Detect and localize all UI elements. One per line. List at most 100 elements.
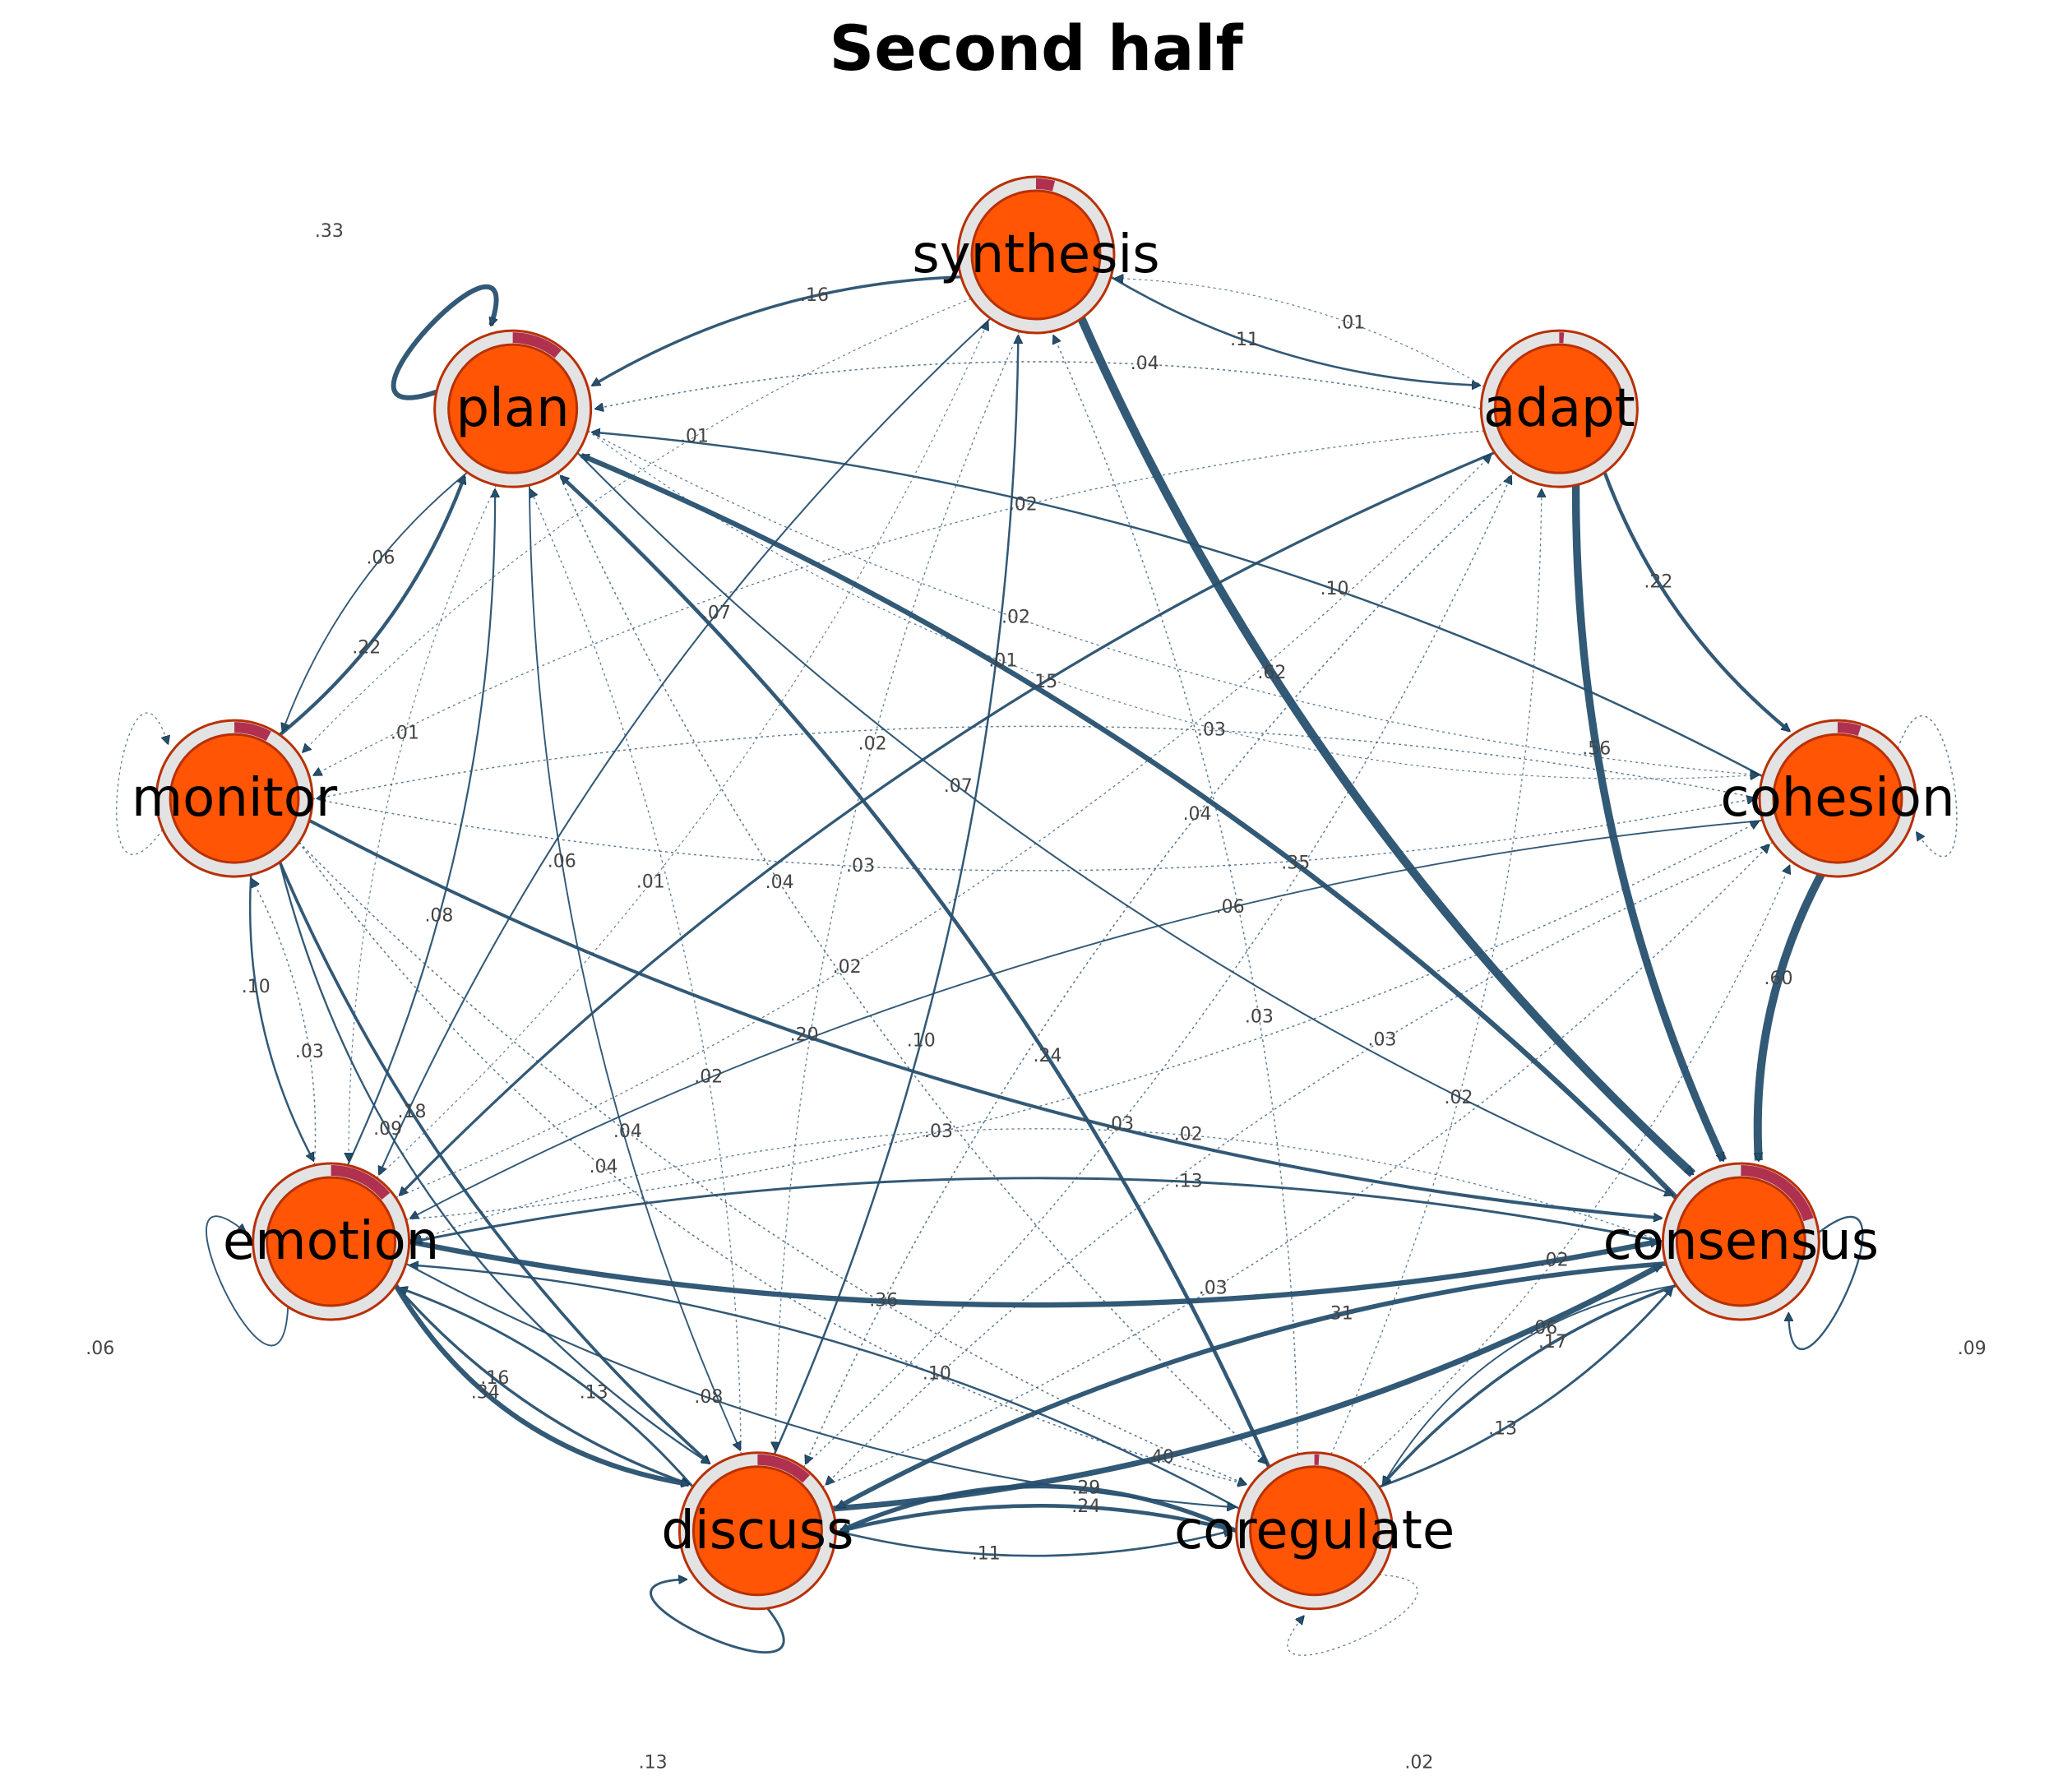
edge-label: .03 [1368, 1029, 1397, 1050]
edge-monitor-to-consensus [308, 819, 1661, 1219]
edge-emotion-to-consensus [408, 1242, 1658, 1308]
edge-line [400, 451, 1496, 1195]
node-core [266, 1176, 397, 1307]
edge-plan-to-cohesion [587, 430, 1758, 775]
edge-discuss-to-cohesion [821, 845, 1769, 1488]
edge-label: .03 [1199, 1278, 1228, 1298]
node-label: synthesis [912, 224, 1159, 285]
edge-label: .04 [765, 872, 794, 893]
edge-label: .13 [1174, 1171, 1203, 1191]
edge-line [587, 430, 1758, 779]
edge-line [835, 1531, 1231, 1557]
node-adapt[interactable]: adapt [1479, 329, 1639, 488]
edge-label: .20 [790, 1024, 819, 1045]
edge-line [581, 452, 1678, 1200]
edge-label: .18 [398, 1102, 427, 1122]
edge-label: .40 [1145, 1447, 1174, 1468]
edge-line [411, 1265, 1241, 1510]
edge-label: .03 [1197, 719, 1226, 740]
edge-label: .16 [800, 285, 829, 306]
edge-line [314, 430, 1485, 775]
edge-discuss-to-synthesis [773, 336, 1019, 1455]
node-consensus[interactable]: consensus [1603, 1162, 1879, 1321]
edge-line [405, 1262, 1235, 1507]
edge-line [411, 819, 1763, 1219]
edge-line [317, 725, 1760, 798]
edge-monitor-to-emotion [248, 874, 313, 1160]
node-cohesion[interactable]: cohesion [1720, 719, 1955, 878]
node-core [1249, 1465, 1381, 1597]
edge-line [248, 874, 313, 1160]
edge-line [408, 1242, 1658, 1308]
node-synthesis[interactable]: synthesis [912, 175, 1160, 335]
edge-discuss-to-plan [530, 490, 742, 1455]
edge-discuss-to-emotion [400, 1288, 694, 1488]
edge-line [391, 284, 499, 400]
edge-consensus-to-plan [581, 452, 1678, 1200]
edge-line [400, 1288, 694, 1488]
edge-label: .08 [694, 1387, 723, 1408]
edge-plan-to-plan [391, 284, 499, 400]
edge-line [802, 476, 1511, 1468]
edge-label: .08 [424, 905, 453, 926]
edge-line [837, 1260, 1667, 1510]
edge-label: .10 [242, 977, 271, 997]
edge-monitor-to-cohesion [312, 798, 1755, 872]
edge-plan-to-monitor [283, 471, 469, 730]
node-pie-segment [1314, 1454, 1320, 1465]
edge-line [650, 1579, 785, 1654]
edge-label: .02 [694, 1067, 723, 1088]
edge-plan-to-emotion [349, 484, 497, 1160]
edge-label: .04 [1183, 804, 1212, 825]
edge-adapt-to-consensus [1571, 484, 1727, 1160]
edge-consensus-to-coregulate [1383, 1283, 1677, 1484]
edge-label: .62 [1257, 663, 1286, 683]
edge-plan-to-coregulate [557, 472, 1266, 1463]
edge-label: .02 [833, 957, 862, 978]
edge-coregulate-to-emotion [411, 1265, 1241, 1510]
edge-emotion-to-cohesion [405, 822, 1758, 1220]
edge-line [414, 1177, 1663, 1242]
node-core [169, 733, 300, 864]
node-coregulate[interactable]: coregulate [1174, 1451, 1455, 1611]
node-emotion[interactable]: emotion [223, 1162, 439, 1321]
edge-cohesion-to-discuss [826, 841, 1774, 1484]
edge-line [1077, 317, 1696, 1177]
edge-line [349, 484, 497, 1160]
edge-label: .04 [613, 1122, 642, 1142]
edge-line [576, 451, 1672, 1195]
edge-line [1054, 336, 1299, 1455]
edge-cohesion-to-consensus [1753, 872, 1825, 1160]
edge-label: .02 [1444, 1088, 1473, 1108]
edge-label: .04 [1131, 354, 1159, 374]
node-pie-segment [1559, 332, 1565, 344]
edge-line [806, 471, 1515, 1463]
edge-synthesis-to-emotion [379, 317, 992, 1174]
edge-line [279, 862, 709, 1463]
edge-plan-to-consensus [576, 451, 1672, 1195]
edge-label: .01 [391, 724, 419, 744]
edge-label: .33 [315, 221, 344, 242]
edge-label: .06 [86, 1339, 114, 1359]
edge-emotion-to-emotion [206, 1215, 289, 1347]
edge-label: .35 [1281, 853, 1310, 873]
edge-label: .03 [924, 1122, 953, 1142]
node-monitor[interactable]: monitor [132, 719, 338, 878]
node-discuss[interactable]: discuss [661, 1451, 853, 1611]
edge-emotion-to-discuss [393, 1283, 689, 1484]
edge-consensus-to-consensus [1788, 1215, 1864, 1350]
edge-label: .09 [373, 1119, 402, 1140]
edge-label: .24 [1071, 1496, 1100, 1517]
node-core [1675, 1176, 1806, 1307]
edge-emotion-to-synthesis [376, 322, 987, 1179]
node-plan[interactable]: plan [433, 329, 593, 488]
edge-line [414, 1128, 1663, 1242]
edge-label: .02 [1540, 1251, 1569, 1271]
edge-label: .10 [907, 1030, 936, 1051]
chart-title: Second half [829, 12, 1243, 85]
edge-label: .29 [1071, 1478, 1100, 1499]
edge-label: .02 [1404, 1752, 1433, 1773]
edge-label: .11 [1230, 330, 1259, 350]
edge-label: .03 [846, 856, 875, 876]
edge-label: .07 [944, 776, 973, 797]
